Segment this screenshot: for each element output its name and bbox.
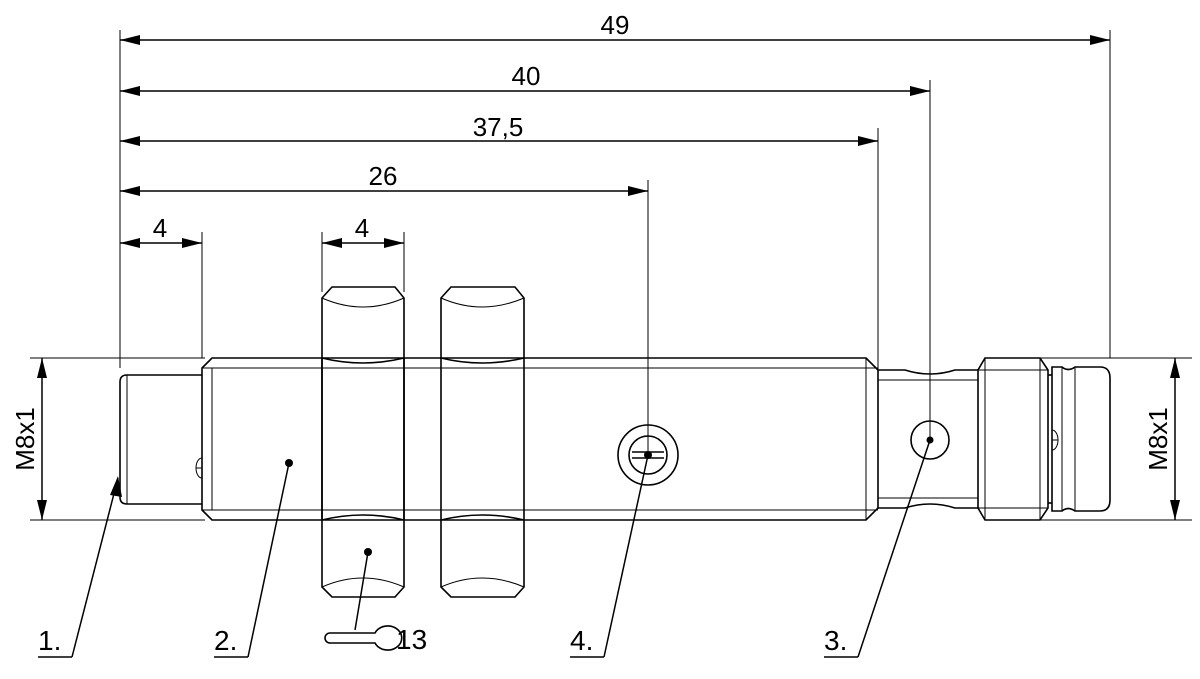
led-indicator <box>910 420 950 460</box>
dimension-4-nut: 4 <box>322 213 404 248</box>
dim-37-5-label: 37,5 <box>473 112 524 142</box>
wrench-size-label: 13 <box>396 624 427 655</box>
extension-lines <box>30 30 1192 521</box>
thread-right-label: M8x1 <box>1143 407 1173 471</box>
dimension-thread-right: M8x1 <box>1143 358 1180 520</box>
callout-3: 3. <box>824 439 931 658</box>
dimension-26: 26 <box>120 161 648 196</box>
callout-1-label: 1. <box>38 625 61 656</box>
dimension-40: 40 <box>120 61 930 96</box>
dim-4-nut-label: 4 <box>355 213 369 243</box>
sensor-face <box>119 374 203 505</box>
callout-1: 1. <box>38 476 122 658</box>
connector-block <box>977 357 1049 521</box>
potentiometer <box>617 424 679 486</box>
threaded-housing <box>201 357 879 521</box>
neck-section <box>878 369 978 509</box>
dimension-49: 49 <box>120 10 1110 45</box>
dim-49-label: 49 <box>601 10 630 40</box>
thread-left-label: M8x1 <box>10 407 40 471</box>
dim-26-label: 26 <box>369 161 398 191</box>
callout-4-label: 4. <box>570 625 593 656</box>
connector-plug <box>1048 366 1111 512</box>
hex-nut-left <box>321 286 405 598</box>
dimension-thread-left: M8x1 <box>10 358 47 520</box>
callout-3-label: 3. <box>824 625 847 656</box>
dimension-4-left: 4 <box>120 213 202 248</box>
callout-2: 2. <box>214 462 290 658</box>
hex-nut-right <box>440 286 525 598</box>
callout-2-label: 2. <box>214 625 237 656</box>
callout-4: 4. <box>570 454 649 658</box>
dim-40-label: 40 <box>512 61 541 91</box>
dimension-37-5: 37,5 <box>120 112 878 146</box>
wrench-callout: 13 <box>324 551 427 655</box>
dim-4-left-label: 4 <box>153 213 167 243</box>
wrench-icon <box>324 625 403 651</box>
